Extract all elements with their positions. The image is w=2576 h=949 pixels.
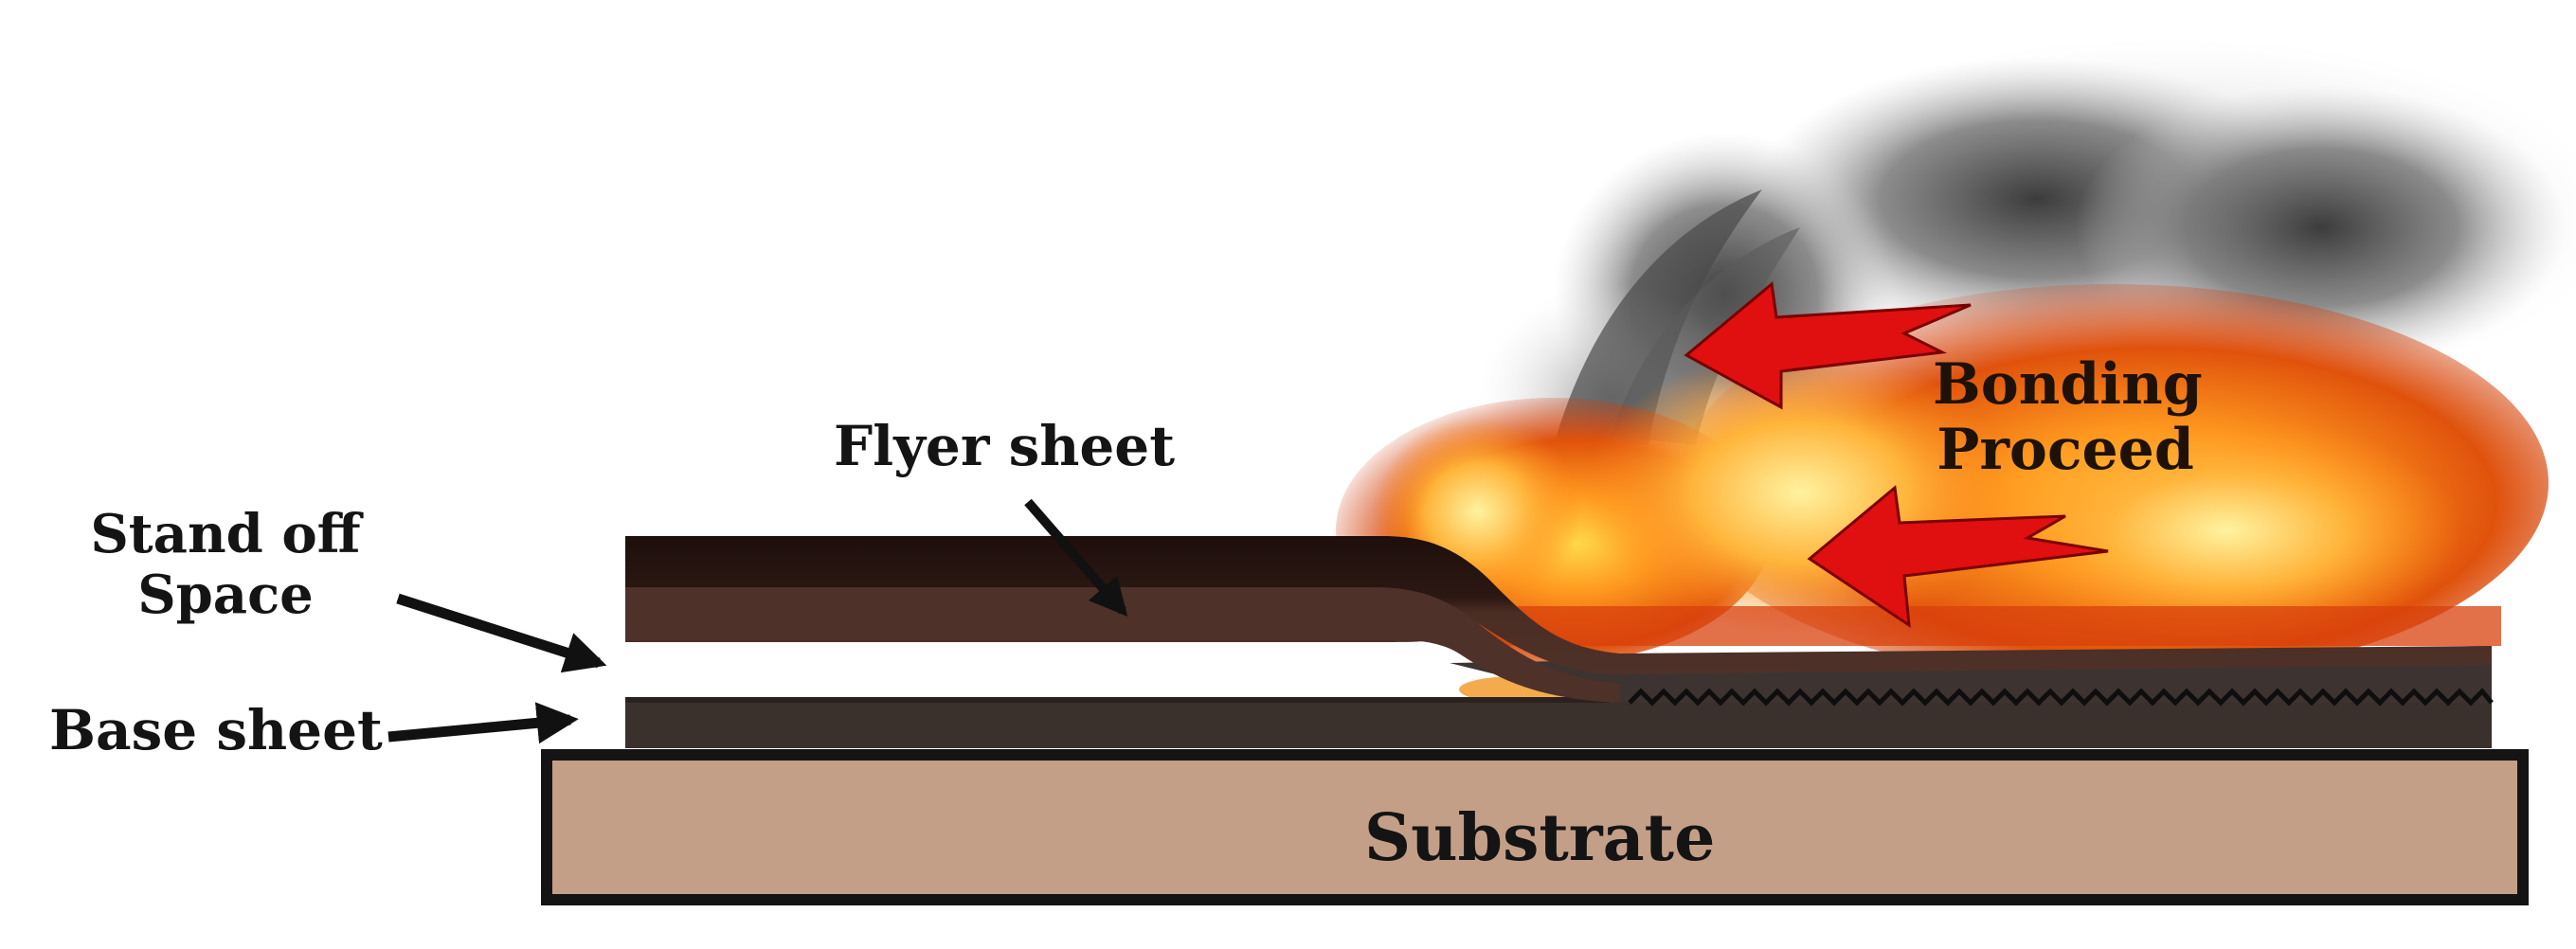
base-sheet-pointer-arrow [387, 702, 579, 744]
explosion-fire [1336, 284, 2549, 703]
bonding-direction-arrow-upper [1684, 281, 1972, 410]
substrate-block [541, 749, 2529, 905]
bonding-proceed-label: Bonding Proceed [1933, 351, 2203, 483]
base-sheet [625, 699, 2492, 748]
flyer-sheet-label: Flyer sheet [834, 414, 1175, 478]
bonding-direction-arrow-lower [1807, 485, 2109, 628]
stand-off-space-label: Stand off Space [83, 504, 368, 626]
bonding-label-line2: Proceed [1937, 417, 2194, 483]
flyer-pointer-arrow [1024, 498, 1128, 618]
stand-off-label-line2: Space [137, 564, 314, 627]
base-sheet-label: Base sheet [49, 698, 383, 762]
substrate-label: Substrate [1364, 800, 1716, 876]
base-sheet-top-edge [625, 697, 2492, 703]
wavy-bond-interface [1628, 688, 2494, 707]
stand-off-label-line1: Stand off [90, 503, 361, 565]
bonding-label-line1: Bonding [1933, 351, 2203, 418]
flyer-sheet-bottom [625, 587, 1620, 703]
stand-off-pointer-arrow [396, 593, 607, 673]
